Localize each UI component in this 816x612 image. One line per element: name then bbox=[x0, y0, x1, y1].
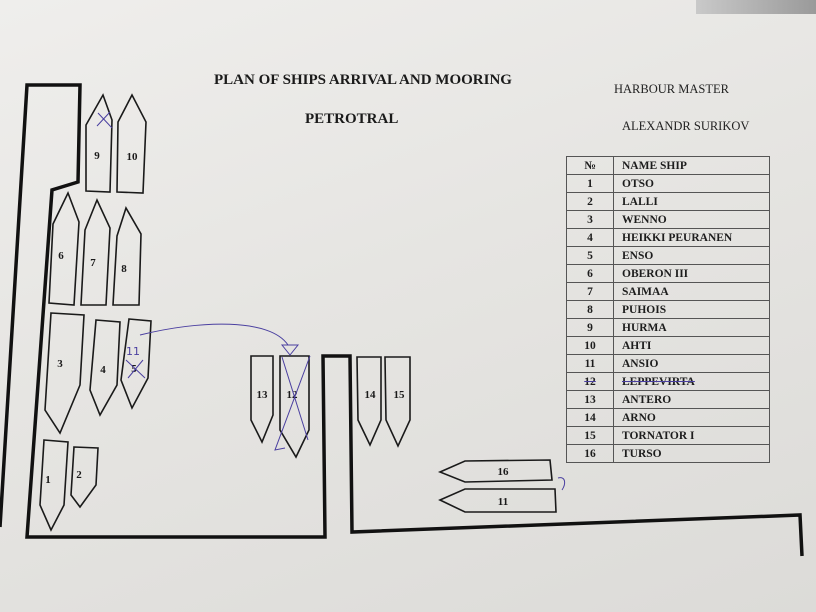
row-name: ANTERO bbox=[613, 390, 770, 409]
row-no: 16 bbox=[566, 444, 614, 463]
col-name: NAME SHIP bbox=[613, 156, 770, 175]
row-name: HURMA bbox=[613, 318, 770, 337]
row-name: PUHOIS bbox=[613, 300, 770, 319]
ship-3 bbox=[44, 312, 85, 435]
ship-label-14: 14 bbox=[365, 389, 377, 401]
pen-annotations bbox=[96, 111, 566, 491]
row-name: OTSO bbox=[613, 174, 770, 193]
ship-label-7: 7 bbox=[90, 257, 96, 269]
row-name: LALLI bbox=[613, 192, 770, 211]
harbour-master-name: ALEXANDR SURIKOV bbox=[622, 119, 750, 133]
ship-label-8: 8 bbox=[121, 263, 127, 275]
row-no: 12 bbox=[566, 372, 614, 391]
row-name: TORNATOR I bbox=[613, 426, 770, 445]
row-name: TURSO bbox=[613, 444, 770, 463]
ship-11 bbox=[438, 488, 557, 513]
ship-label-3: 3 bbox=[57, 358, 63, 370]
ship-label-1: 1 bbox=[45, 474, 51, 486]
row-name: ARNO bbox=[613, 408, 770, 427]
ship-10 bbox=[116, 93, 147, 194]
row-no: 11 bbox=[566, 354, 614, 373]
ship-14 bbox=[356, 356, 382, 447]
ship-label-15: 15 bbox=[394, 389, 406, 401]
row-name: OBERON III bbox=[613, 264, 770, 283]
ship-5 bbox=[120, 318, 152, 410]
ship-16 bbox=[437, 459, 553, 483]
row-name: WENNO bbox=[613, 210, 770, 229]
ship-6 bbox=[48, 190, 80, 306]
row-name: AHTI bbox=[613, 336, 770, 355]
quay-outline bbox=[0, 83, 804, 557]
row-no: 2 bbox=[566, 192, 614, 211]
ship-13 bbox=[250, 355, 274, 444]
row-name: LEPPEVIRTA bbox=[613, 372, 770, 391]
harbour-master-label: HARBOUR MASTER bbox=[614, 82, 729, 96]
plan-title: PLAN OF SHIPS ARRIVAL AND MOORING bbox=[214, 72, 512, 88]
row-no: 8 bbox=[566, 300, 614, 319]
ship-label-9: 9 bbox=[94, 150, 100, 162]
ship-15 bbox=[384, 356, 411, 448]
row-name: ANSIO bbox=[613, 354, 770, 373]
row-no: 10 bbox=[566, 336, 614, 355]
ship-label-13: 13 bbox=[257, 389, 269, 401]
row-no: 5 bbox=[566, 246, 614, 265]
row-name: HEIKKI PEURANEN bbox=[613, 228, 770, 247]
ship-label-16: 16 bbox=[498, 466, 510, 478]
ship-4 bbox=[89, 319, 121, 417]
plan-subtitle: PETROTRAL bbox=[305, 111, 399, 127]
ship-label-12: 12 bbox=[287, 389, 299, 401]
ship-label-2: 2 bbox=[76, 469, 82, 481]
page-edge-shadow bbox=[696, 0, 816, 14]
row-no: 4 bbox=[566, 228, 614, 247]
row-no: 15 bbox=[566, 426, 614, 445]
ship-8 bbox=[112, 206, 142, 306]
row-no: 13 bbox=[566, 390, 614, 409]
ship-12 bbox=[279, 355, 310, 459]
ship-label-6: 6 bbox=[58, 250, 64, 262]
ship-7 bbox=[80, 197, 111, 306]
row-no: 6 bbox=[566, 264, 614, 283]
ship-label-11: 11 bbox=[498, 496, 508, 508]
row-no: 14 bbox=[566, 408, 614, 427]
row-no: 3 bbox=[566, 210, 614, 229]
ship-1 bbox=[39, 439, 69, 532]
row-name: ENSO bbox=[613, 246, 770, 265]
ship-label-10: 10 bbox=[127, 151, 139, 163]
ship-label-4: 4 bbox=[100, 364, 106, 376]
col-no: № bbox=[566, 156, 614, 175]
ship-label-5: 5 bbox=[131, 363, 137, 375]
row-no: 7 bbox=[566, 282, 614, 301]
handwritten-11: 11 bbox=[126, 345, 140, 358]
row-no: 9 bbox=[566, 318, 614, 337]
ship-9 bbox=[85, 93, 113, 193]
ship-2 bbox=[70, 446, 99, 509]
row-name: SAIMAA bbox=[613, 282, 770, 301]
row-no: 1 bbox=[566, 174, 614, 193]
